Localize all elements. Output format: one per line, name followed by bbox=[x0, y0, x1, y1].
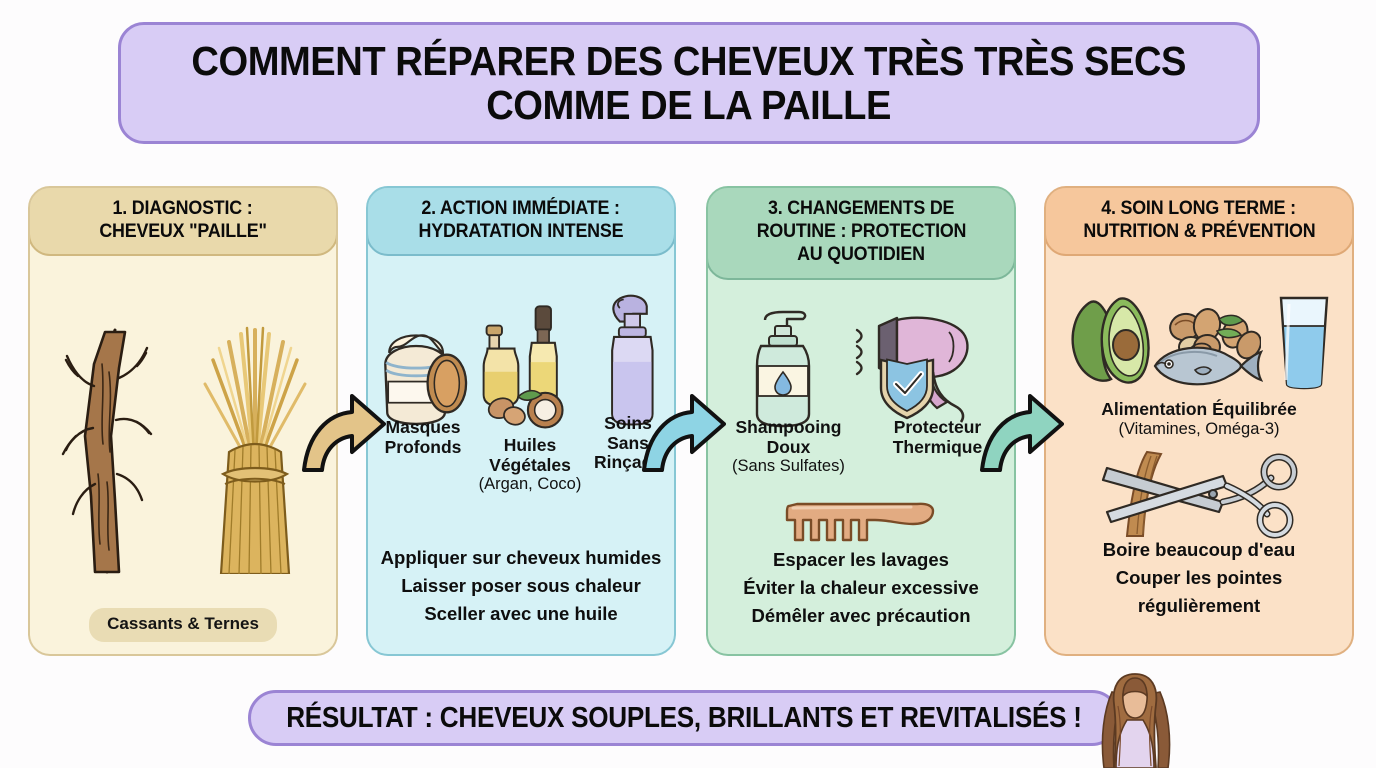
panel-action-immediate: 2. ACTION IMMÉDIATE : HYDRATATION INTENS… bbox=[366, 186, 676, 656]
label-huiles-vegetales: Huiles Végétales (Argan, Coco) bbox=[478, 435, 582, 494]
arrow-1 bbox=[302, 394, 386, 472]
spray-bottle-icon bbox=[611, 294, 654, 426]
shield-check-icon bbox=[879, 358, 935, 420]
panel-long-terme-header: 4. SOIN LONG TERME : NUTRITION & PRÉVENT… bbox=[1046, 188, 1352, 257]
page-title-line-2: COMME DE LA PAILLE bbox=[486, 82, 892, 128]
routine-tips: Espacer les lavages Éviter la chaleur ex… bbox=[708, 546, 1014, 630]
panel-changements-routine: 3. CHANGEMENTS DE ROUTINE : PROTECTION A… bbox=[706, 186, 1016, 656]
symptom-pill: Cassants & Ternes bbox=[89, 608, 277, 642]
almond-icon bbox=[487, 397, 526, 426]
tip-line: Appliquer sur cheveux humides bbox=[380, 547, 662, 568]
panel-diagnostic-header-line-1: 1. DIAGNOSTIC : bbox=[112, 198, 254, 219]
tip-line: Boire beaucoup d'eau bbox=[1102, 539, 1296, 560]
wide-tooth-comb-icon bbox=[785, 502, 935, 542]
tip-line: Laisser poser sous chaleur bbox=[401, 575, 641, 597]
action-immediate-tips: Appliquer sur cheveux humides Laisser po… bbox=[368, 544, 674, 628]
tip-line: Sceller avec une huile bbox=[424, 603, 618, 625]
title-banner: COMMENT RÉPARER DES CHEVEUX TRÈS TRÈS SE… bbox=[118, 22, 1260, 144]
diagnostic-symptom-list: Cassants & Ternes Rêches au Toucher Manq… bbox=[30, 608, 336, 656]
footer-result-text: RÉSULTAT : CHEVEUX SOUPLES, BRILLANTS ET… bbox=[286, 701, 1082, 734]
woman-with-wavy-hair-icon bbox=[1101, 673, 1171, 768]
hairdryer-shield-icon bbox=[855, 316, 969, 423]
arrow-3 bbox=[980, 394, 1064, 472]
label-protecteur-thermique: Protecteur Thermique bbox=[892, 417, 983, 457]
label-alimentation-equilibree: Alimentation Équilibrée (Vitamines, Omég… bbox=[1101, 399, 1297, 438]
fish-icon bbox=[1153, 342, 1263, 386]
coconut-icon bbox=[526, 391, 564, 429]
water-droplet-icon bbox=[774, 370, 792, 396]
panel-long-terme-header-line-1: 4. SOIN LONG TERME : bbox=[1101, 198, 1297, 219]
footer-result-banner: RÉSULTAT : CHEVEUX SOUPLES, BRILLANTS ET… bbox=[248, 690, 1120, 746]
panel-long-terme-header-line-2: NUTRITION & PRÉVENTION bbox=[1082, 221, 1316, 243]
panel-soin-long-terme: 4. SOIN LONG TERME : NUTRITION & PRÉVENT… bbox=[1044, 186, 1354, 656]
panel-action-immediate-header: 2. ACTION IMMÉDIATE : HYDRATATION INTENS… bbox=[368, 188, 674, 257]
straw-bundle-icon bbox=[203, 326, 307, 574]
label-masques-profonds: Masques Profonds bbox=[384, 417, 462, 457]
avocado-icon bbox=[1071, 297, 1150, 384]
tip-line: Espacer les lavages bbox=[773, 549, 949, 570]
panel-routine-header-line-2: ROUTINE : PROTECTION bbox=[756, 221, 966, 243]
dry-branch-icon bbox=[61, 328, 153, 574]
panel-routine-header-line-3: AU QUOTIDIEN bbox=[797, 244, 925, 266]
long-terme-tips: Boire beaucoup d'eau Couper les pointes … bbox=[1046, 536, 1352, 620]
water-glass-icon bbox=[1279, 296, 1329, 390]
symptom-pill: Rêches au Toucher bbox=[87, 654, 279, 656]
panel-routine-header-line-1: 3. CHANGEMENTS DE bbox=[767, 198, 955, 219]
panel-diagnostic-header: 1. DIAGNOSTIC : CHEVEUX "PAILLE" bbox=[30, 188, 336, 257]
panel-action-header-line-2: HYDRATATION INTENSE bbox=[418, 221, 624, 243]
oil-bottles-icon bbox=[482, 305, 564, 429]
tip-line: Couper les pointes bbox=[1115, 567, 1283, 589]
arrow-2 bbox=[642, 394, 726, 472]
panel-diagnostic-header-line-2: CHEVEUX "PAILLE" bbox=[99, 221, 267, 243]
panel-routine-header: 3. CHANGEMENTS DE ROUTINE : PROTECTION A… bbox=[708, 188, 1014, 280]
pump-bottle-icon bbox=[755, 310, 811, 428]
cream-jar-icon bbox=[384, 334, 468, 426]
tip-line: Éviter la chaleur excessive bbox=[743, 577, 979, 599]
panel-diagnostic: 1. DIAGNOSTIC : CHEVEUX "PAILLE" bbox=[28, 186, 338, 656]
label-shampooing-doux: Shampooing Doux (Sans Sulfates) bbox=[732, 417, 845, 476]
tip-line: régulièrement bbox=[1137, 595, 1261, 617]
tip-line: Démêler avec précaution bbox=[751, 605, 971, 627]
panel-action-header-line-1: 2. ACTION IMMÉDIATE : bbox=[421, 198, 621, 219]
page-title-line-1: COMMENT RÉPARER DES CHEVEUX TRÈS TRÈS SE… bbox=[191, 37, 1187, 84]
scissors-hair-icon bbox=[1101, 450, 1298, 539]
heat-waves-icon bbox=[855, 328, 863, 376]
